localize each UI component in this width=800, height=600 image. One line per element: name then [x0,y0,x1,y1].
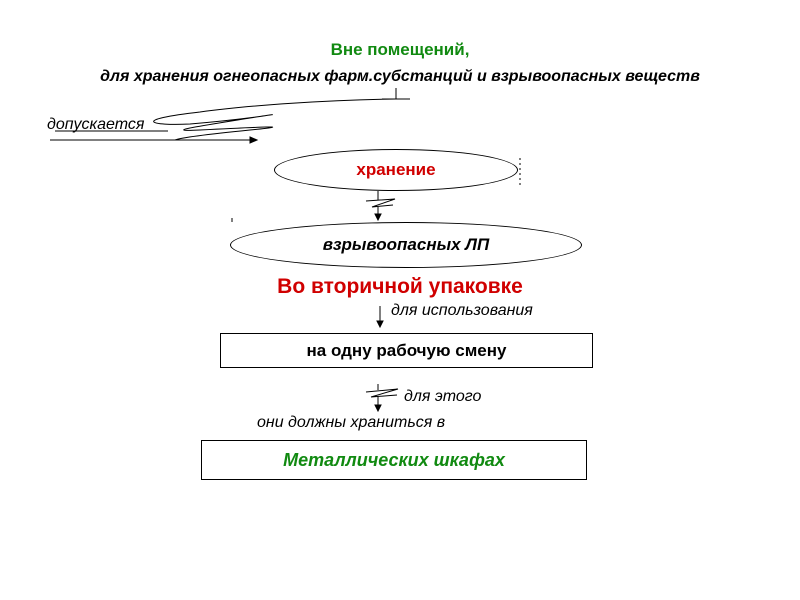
arrow-head-1 [249,136,259,144]
label-for-use: для использования [391,302,533,319]
arrow-head-2 [376,320,384,329]
zigzag-head [374,213,382,222]
node-storage: хранение [274,149,518,191]
zigzag-mid [365,198,396,208]
squiggle-connector [153,98,397,141]
zigzag2-head [374,404,382,413]
node-secondary-pack: Во вторичной упаковке [277,275,523,298]
node-explosive: взрывоопасных ЛП [230,222,582,268]
node-one-shift: на одну рабочую смену [220,333,593,368]
title-line1: Вне помещений, [330,40,470,59]
zigzag2-mid [365,388,399,398]
label-allowed: допускается [47,116,145,133]
label-must-store: они должны храниться в [257,414,446,431]
title-line2: для хранения огнеопасных фарм.субстанций… [100,68,700,85]
label-for-this: для этого [404,388,482,405]
node-cabinets: Металлических шкафах [201,440,587,480]
